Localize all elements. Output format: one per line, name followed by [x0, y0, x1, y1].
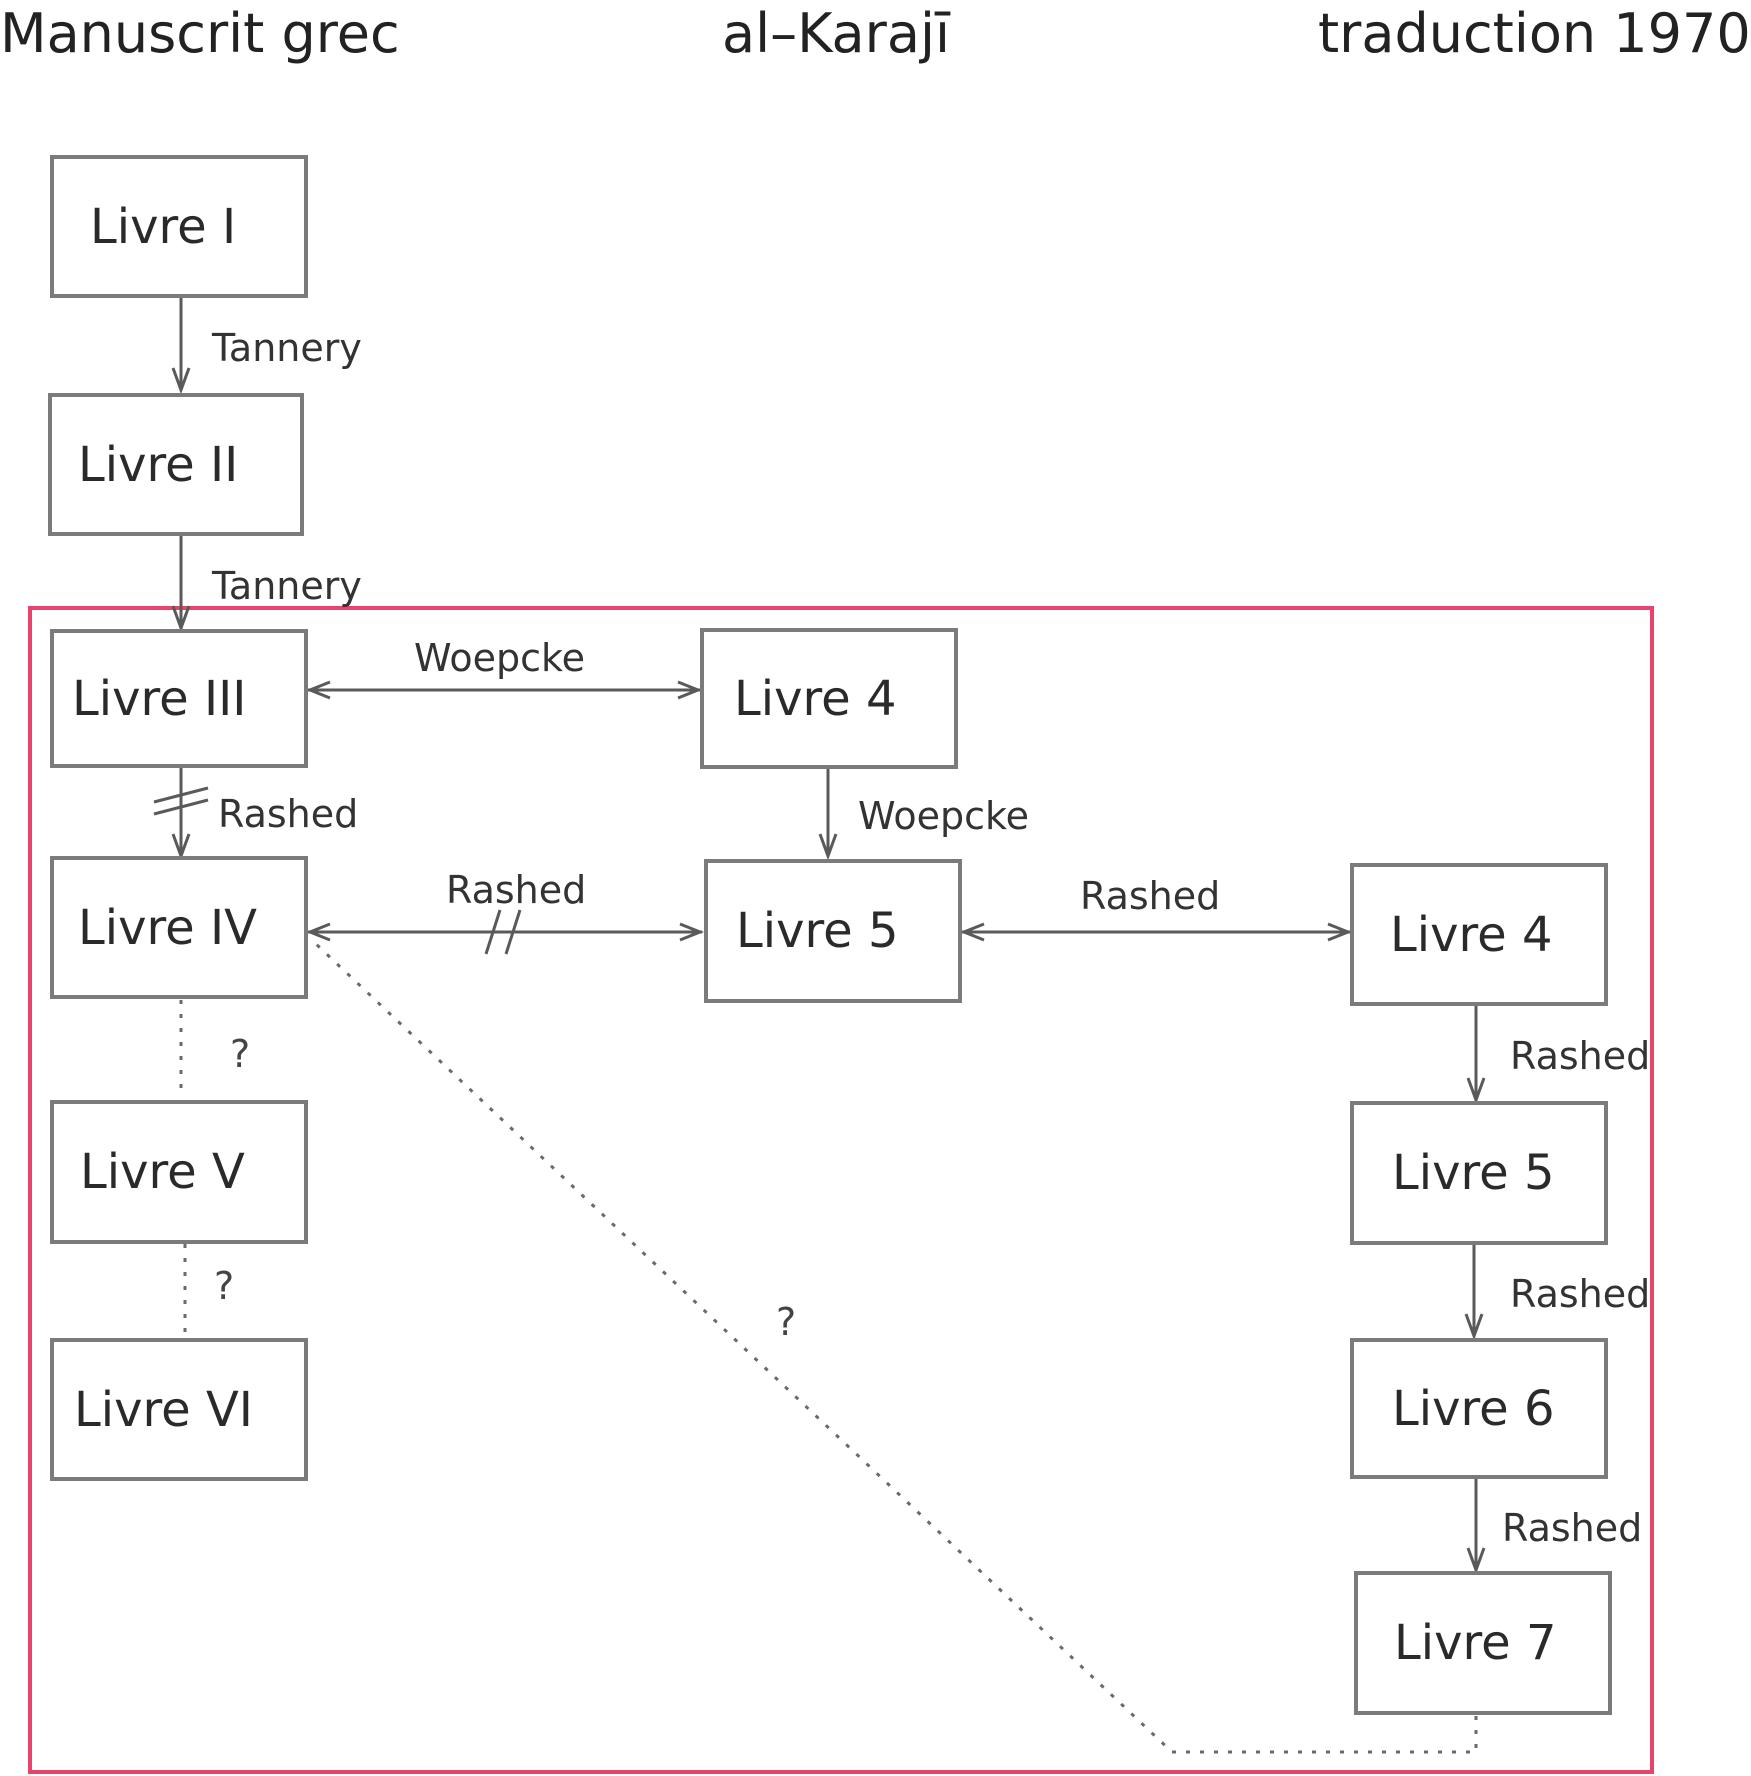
box-label: Livre I [90, 198, 237, 255]
arrowhead-rashed-iv-left [305, 922, 331, 942]
box-karaji-livre-5: Livre 5 [704, 859, 962, 1003]
box-translation-livre-6: Livre 6 [1350, 1338, 1608, 1479]
box-translation-livre-5: Livre 5 [1350, 1101, 1608, 1245]
arrowhead-rashed-5-left [959, 922, 985, 942]
edge-label-rashed-iv-5: Rashed [446, 868, 587, 912]
box-label: Livre 4 [734, 670, 897, 727]
uncertain-mark-v-vi: ? [214, 1264, 235, 1308]
arrowhead-woepcke-left [305, 680, 331, 700]
arrowhead-woepcke-right [677, 680, 703, 700]
edge-label-tannery-1: Tannery [212, 326, 362, 370]
column-title-karaji: al–Karajī [722, 2, 950, 65]
box-label: Livre IV [78, 899, 257, 956]
box-label: Livre 5 [1392, 1145, 1555, 1201]
arrowhead-rashed-5-right [679, 922, 705, 942]
box-label: Livre II [78, 436, 239, 493]
box-label: Livre 7 [1394, 1615, 1557, 1671]
edge-label-rashed-iii-iv: Rashed [218, 792, 359, 836]
box-karaji-livre-4: Livre 4 [700, 628, 958, 769]
box-label: Livre 4 [1390, 906, 1553, 963]
highlight-frame [28, 606, 1654, 1774]
column-title-translation: traduction 1970 [1318, 2, 1751, 65]
break-mark-4 [504, 909, 522, 955]
box-translation-livre-7: Livre 7 [1354, 1571, 1612, 1715]
uncertain-mark-iv-v: ? [230, 1032, 251, 1076]
box-greek-livre-6: Livre VI [50, 1338, 308, 1481]
arrowhead-rashed-4-right [1327, 922, 1353, 942]
edge-label-woepcke-vertical: Woepcke [858, 794, 1030, 838]
arrowhead-rashed-t2 [1464, 1313, 1484, 1341]
edge-label-tannery-2: Tannery [212, 564, 362, 608]
box-label: Livre 6 [1392, 1380, 1555, 1437]
box-greek-livre-3: Livre III [50, 629, 308, 768]
arrowhead-tannery-1 [171, 367, 191, 395]
box-greek-livre-5: Livre V [50, 1100, 308, 1244]
arrowhead-tannery-2 [171, 605, 191, 633]
edge-label-rashed-5-4: Rashed [1080, 874, 1221, 918]
break-mark-1 [153, 786, 209, 804]
arrowhead-woepcke-vertical [818, 833, 838, 861]
break-mark-3 [484, 909, 502, 955]
break-mark-2 [153, 798, 209, 816]
box-greek-livre-4: Livre IV [50, 856, 308, 999]
box-label: Livre III [72, 670, 247, 727]
edge-label-rashed-t2: Rashed [1510, 1272, 1651, 1316]
edge-label-rashed-t1: Rashed [1510, 1034, 1651, 1078]
box-greek-livre-2: Livre II [48, 393, 304, 536]
box-label: Livre 5 [736, 903, 899, 959]
box-label: Livre VI [74, 1381, 253, 1438]
box-label: Livre V [80, 1144, 245, 1200]
box-greek-livre-1: Livre I [50, 155, 308, 298]
edge-label-woepcke-horizontal: Woepcke [414, 636, 586, 680]
arrowhead-rashed-t3 [1466, 1547, 1486, 1575]
column-title-greek: Manuscrit grec [0, 2, 400, 65]
box-translation-livre-4: Livre 4 [1350, 863, 1608, 1006]
uncertain-mark-7-iv: ? [776, 1300, 797, 1344]
arrowhead-rashed-t1 [1466, 1077, 1486, 1105]
edge-uncertain-7-iv [314, 942, 1478, 1754]
edge-label-rashed-t3: Rashed [1502, 1506, 1643, 1550]
